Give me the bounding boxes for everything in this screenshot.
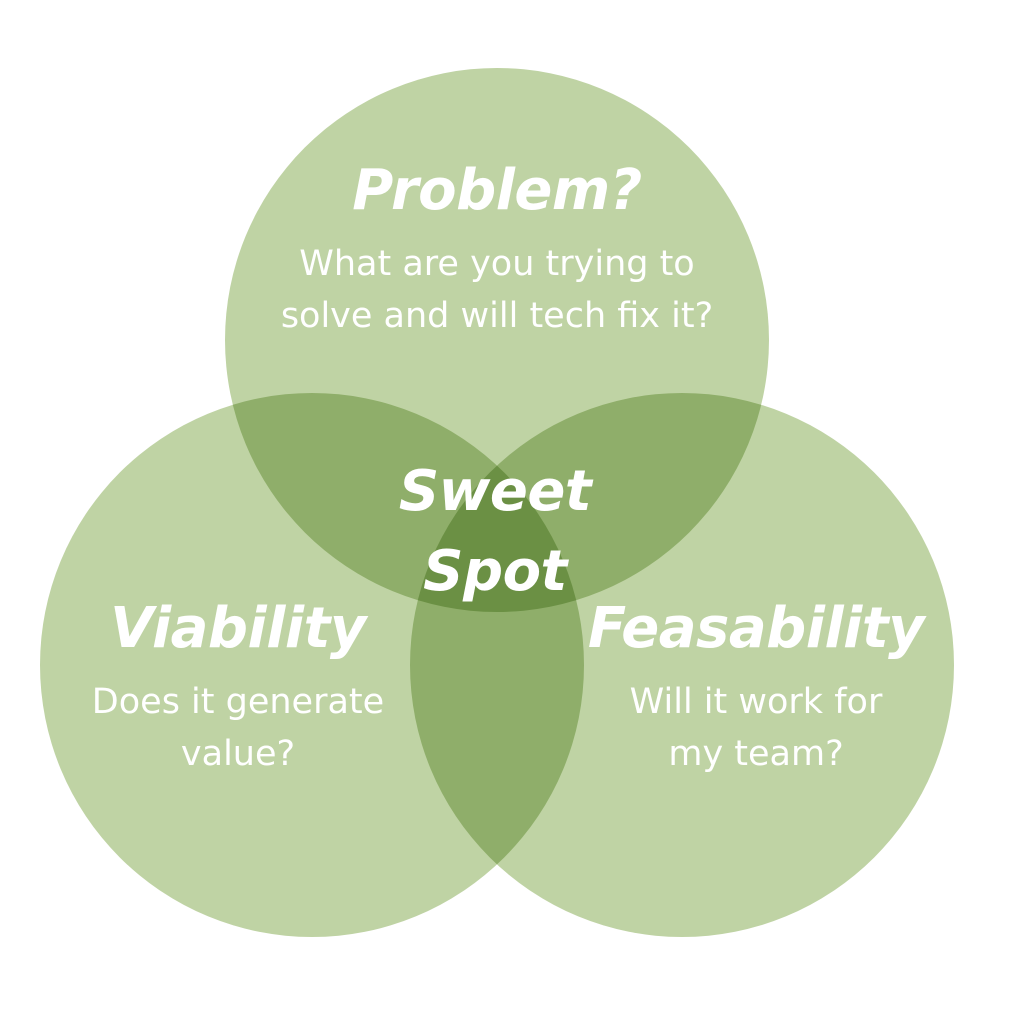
viability-label: Viability Does it generate value? [58, 598, 418, 781]
viability-title: Viability [110, 596, 366, 661]
problem-line-1: What are you trying to [299, 243, 695, 284]
problem-label: Problem? What are you trying to solve an… [247, 160, 747, 343]
sweet-spot-line-1: Sweet [398, 459, 592, 524]
feasability-line-1: Will it work for [629, 681, 883, 722]
sweet-spot-label: Sweet Spot [380, 452, 610, 612]
feasability-title: Feasability [587, 596, 925, 661]
circle-feasability [410, 393, 954, 937]
viability-line-1: Does it generate [91, 681, 385, 722]
problem-line-2: solve and will tech fix it? [280, 296, 714, 337]
problem-title: Problem? [352, 158, 642, 223]
viability-line-2: value? [180, 734, 296, 775]
feasability-line-2: my team? [668, 734, 844, 775]
feasability-label: Feasability Will it work for my team? [560, 598, 952, 781]
sweet-spot-line-2: Spot [423, 539, 567, 604]
